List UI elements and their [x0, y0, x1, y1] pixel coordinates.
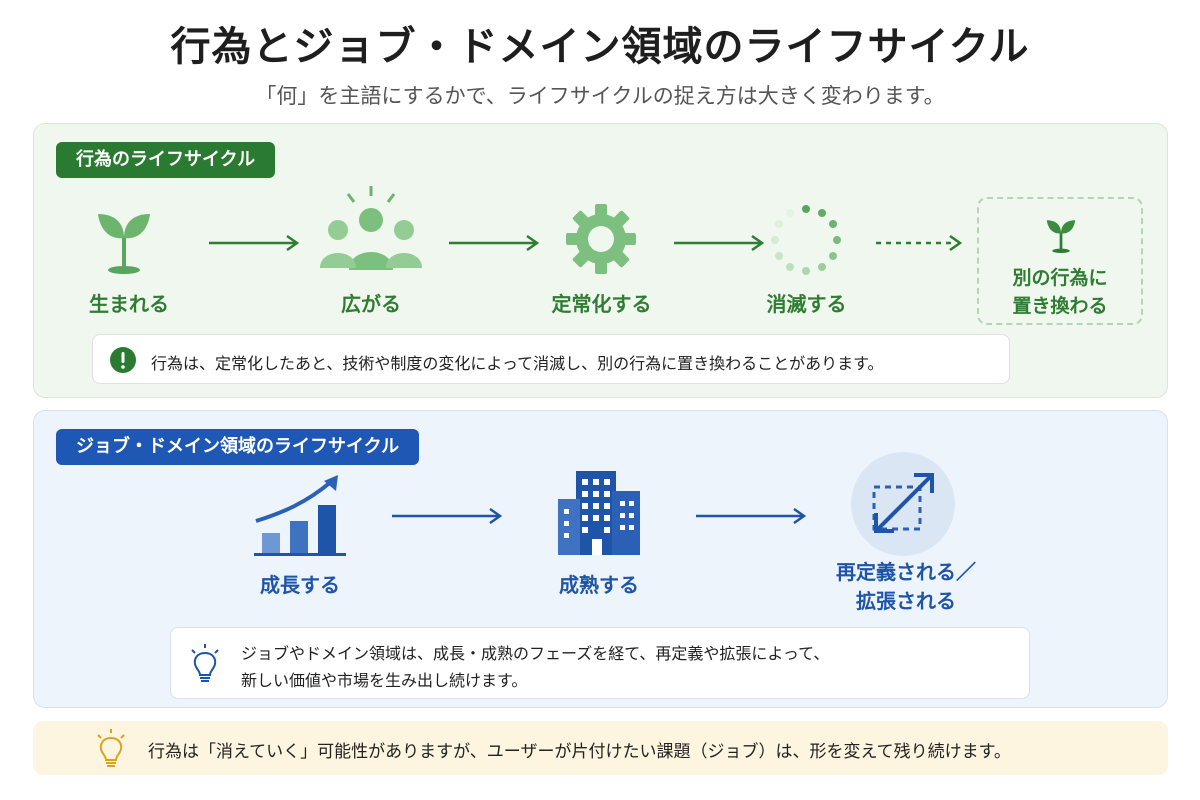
lightbulb-icon [191, 644, 219, 682]
final-label-line1: 再定義される／ [836, 560, 976, 584]
lightbulb-icon [97, 729, 125, 767]
replace-label-line2: 置き換わる [1012, 295, 1108, 317]
people-group-icon [320, 186, 422, 270]
action-note: 行為は、定常化したあと、技術や制度の変化によって消滅し、別の行為に置き換わること… [92, 334, 1010, 384]
page-subtitle: 「何」を主語にするかで、ライフサイクルの捉え方は大きく変わります。 [255, 84, 945, 108]
job-note: ジョブやドメイン領域は、成長・成熟のフェーズを経て、再定義や拡張によって、 新し… [170, 627, 1030, 699]
step-vanish-label: 消滅する [766, 292, 847, 316]
expand-icon [851, 452, 955, 556]
action-note-text: 行為は、定常化したあと、技術や制度の変化によって消滅し、別の行為に置き換わること… [151, 354, 884, 373]
replace-label-line1: 別の行為に [1012, 267, 1108, 289]
job-note-line1: ジョブやドメイン領域は、成長・成熟のフェーズを経て、再定義や拡張によって、 [241, 644, 830, 663]
building-icon [558, 471, 640, 555]
footer-bar: 行為は「消えていく」可能性がありますが、ユーザーが片付けたい課題（ジョブ）は、形… [33, 721, 1168, 775]
exclamation-icon [110, 347, 136, 373]
step-grow-label: 成長する [260, 573, 340, 597]
dashed-arrow-right-icon [876, 234, 963, 252]
growth-chart-icon [254, 475, 346, 556]
step-mature-label: 成熟する [559, 573, 639, 597]
arrow-right-icon [392, 507, 503, 525]
arrow-right-icon [696, 507, 807, 525]
page-title: 行為とジョブ・ドメイン領域のライフサイクル [170, 24, 1030, 70]
step-born-label: 生まれる [89, 292, 169, 316]
arrow-right-icon [209, 234, 300, 252]
step-spread-label: 広がる [341, 292, 401, 316]
job-lifecycle-tag: ジョブ・ドメイン領域のライフサイクル [56, 429, 420, 465]
sprout-icon [98, 214, 150, 274]
arrow-right-icon [674, 234, 765, 252]
step-steady-label: 定常化する [551, 292, 652, 316]
final-label-line2: 拡張される [856, 589, 956, 613]
arrow-right-icon [449, 234, 540, 252]
job-lifecycle-panel: ジョブ・ドメイン領域のライフサイクル 成長する 成熟する [33, 410, 1168, 708]
action-lifecycle-panel: 行為のライフサイクル 生まれる 広がる [33, 123, 1168, 398]
job-note-line2: 新しい価値や市場を生み出し続けます。 [241, 671, 528, 690]
footer-text: 行為は「消えていく」可能性がありますが、ユーザーが片付けたい課題（ジョブ）は、形… [148, 742, 1011, 762]
fading-dots-icon [771, 205, 841, 275]
action-lifecycle-tag: 行為のライフサイクル [56, 142, 276, 178]
replacement-box: 別の行為に 置き換わる [977, 197, 1143, 325]
gear-icon [566, 204, 636, 274]
small-sprout-icon [1046, 220, 1076, 253]
